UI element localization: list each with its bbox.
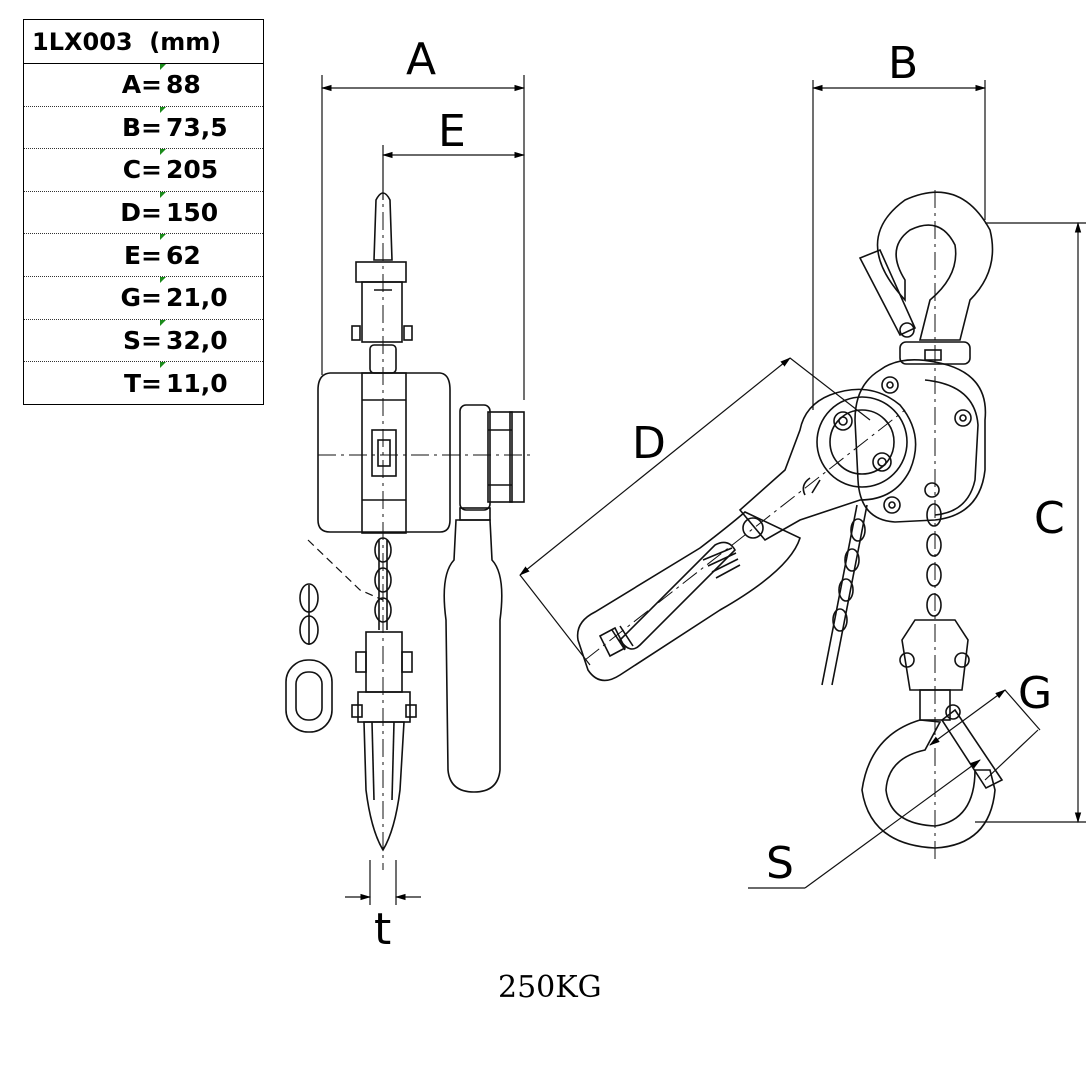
spec-row-t: T= 11,0	[24, 362, 263, 405]
spec-row-d: D= 150	[24, 191, 263, 235]
spec-key: G=	[120, 283, 162, 313]
top-hook-front	[858, 191, 994, 365]
spec-row-s: S= 32,0	[24, 319, 263, 363]
spec-row-e: E= 62	[24, 234, 263, 277]
dimension-label-c: C	[1034, 493, 1065, 544]
dimension-label-a: A	[406, 34, 437, 85]
spec-value: 205	[166, 155, 219, 185]
spec-value: 73,5	[166, 112, 228, 142]
spec-value: 150	[166, 198, 219, 228]
handle-grip-side	[443, 519, 503, 793]
spec-value: 32,0	[166, 325, 228, 355]
load-chain-side	[374, 537, 392, 630]
spec-table-header: 1LX003 (mm)	[24, 20, 263, 64]
dimension-label-g: G	[1018, 668, 1053, 719]
dimension-label-s: S	[766, 838, 794, 889]
slack-chain-links	[285, 583, 333, 733]
top-hook-side	[351, 192, 413, 374]
dimension-label-d: D	[632, 418, 666, 469]
spec-key: D=	[120, 198, 162, 228]
spec-key: A=	[121, 70, 162, 100]
hoist-body-front	[854, 359, 987, 523]
capacity-caption: 250KG	[498, 970, 602, 1005]
spec-key: C=	[122, 155, 162, 185]
dimension-lines	[320, 75, 1086, 905]
bottom-hook-side	[351, 631, 417, 852]
spec-row-c: C= 205	[24, 149, 263, 192]
front-view	[576, 190, 1004, 860]
dimension-label-b: B	[888, 38, 919, 89]
dimension-label-e: E	[438, 106, 466, 157]
dimension-label-t: t	[374, 904, 392, 955]
spec-table: 1LX003 (mm) A= 88 B= 73,5 C= 205 D= 150 …	[23, 19, 264, 405]
spec-key: S=	[123, 325, 162, 355]
hoist-body-side	[317, 372, 451, 534]
spec-row-b: B= 73,5	[24, 106, 263, 150]
spec-value: 21,0	[166, 283, 228, 313]
spec-value: 11,0	[166, 368, 228, 398]
spec-value: 62	[166, 240, 201, 270]
handle-hub-side	[459, 404, 525, 521]
spec-row-a: A= 88	[24, 64, 263, 107]
spec-key: B=	[121, 112, 162, 142]
spec-value: 88	[166, 70, 201, 100]
bottom-hook-front	[861, 619, 1004, 849]
chains-front	[821, 503, 942, 686]
spec-key: T=	[123, 368, 162, 398]
spec-row-g: G= 21,0	[24, 276, 263, 320]
spec-key: E=	[123, 240, 162, 270]
